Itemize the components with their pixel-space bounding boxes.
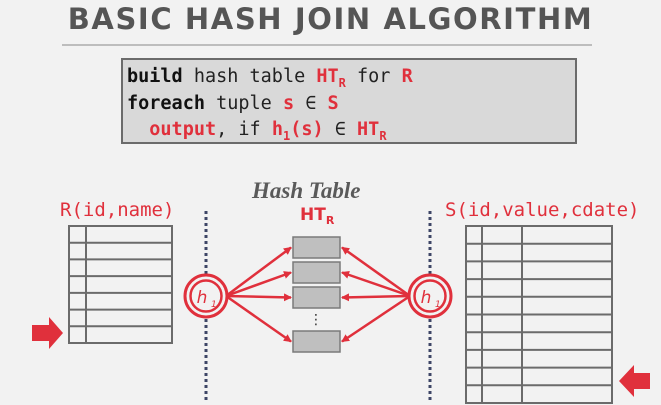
hash-table-label: HTR xyxy=(300,205,335,227)
slide-title: BASIC HASH JOIN ALGORITHM xyxy=(67,2,594,36)
code-line-build: build hash table HTR for R xyxy=(127,64,575,91)
hash-arrow-left xyxy=(225,271,292,298)
relation-s-label: S(id,value,cdate) xyxy=(445,199,640,221)
hash-bucket xyxy=(292,286,341,309)
scan-arrow-r-icon xyxy=(32,317,63,349)
hash-arrow-right xyxy=(341,293,411,302)
h1-subscript: 1 xyxy=(435,300,441,310)
fn-text: h xyxy=(271,119,283,140)
code-text: hash table xyxy=(182,66,317,87)
var-s: s xyxy=(282,93,295,114)
hash-bucket xyxy=(292,236,341,259)
hash-table-buckets xyxy=(292,236,341,353)
pseudocode-box: build hash table HTR for R foreach tuple… xyxy=(121,58,577,144)
bucket-ellipsis: ⋮ xyxy=(309,312,323,328)
code-line-foreach: foreach tuple s ∈ S xyxy=(127,91,575,117)
h1-subscript: 1 xyxy=(211,300,217,310)
h1-symbol: h xyxy=(421,288,432,308)
hash-function-right: h 1 xyxy=(407,273,453,319)
fn-subscript: 1 xyxy=(282,129,291,143)
hash-table-title: Hash Table xyxy=(252,178,361,203)
ht-label-subscript: R xyxy=(325,214,335,227)
relation-r-table xyxy=(68,225,173,344)
h1-symbol: h xyxy=(197,288,208,308)
table-border xyxy=(68,225,173,344)
keyword-foreach: foreach xyxy=(127,93,205,114)
hash-function-left: h 1 xyxy=(183,273,229,319)
keyword-output: output xyxy=(149,119,217,140)
scan-arrow-s-icon xyxy=(619,365,650,397)
hash-arrow-left xyxy=(225,294,292,343)
relation-ref-s: S xyxy=(327,93,339,114)
hash-arrow-left xyxy=(225,293,292,302)
code-text: for xyxy=(345,66,402,87)
hash-arrow-right xyxy=(341,246,411,298)
relation-ref-r: R xyxy=(401,66,413,87)
ht-label-text: HT xyxy=(300,205,326,225)
hash-fn-ref: h1(s) xyxy=(271,119,324,143)
fn-arg: (s) xyxy=(290,119,324,140)
code-line-output: output, if h1(s) ∈ HTR xyxy=(127,117,575,144)
title-underline xyxy=(62,44,592,46)
hash-arrow-right xyxy=(341,271,411,298)
ht-subscript: R xyxy=(379,129,387,143)
code-text: , if xyxy=(216,119,272,140)
hash-arrow-right xyxy=(341,294,411,343)
relation-s-table xyxy=(465,225,613,404)
code-text: tuple xyxy=(204,93,283,114)
ht-text: HT xyxy=(316,66,339,87)
ht-ref: HTR xyxy=(357,119,387,143)
relation-r-label: R(id,name) xyxy=(60,199,175,221)
ht-text: HT xyxy=(357,119,380,140)
hash-arrow-left xyxy=(225,246,292,298)
ht-subscript: R xyxy=(338,76,346,90)
keyword-build: build xyxy=(127,66,183,87)
hash-bucket xyxy=(292,261,341,284)
hash-bucket xyxy=(292,330,341,353)
element-of-op: ∈ xyxy=(294,93,328,114)
element-of-op: ∈ xyxy=(323,119,358,140)
ht-ref: HTR xyxy=(316,66,346,90)
hash-arrows xyxy=(225,246,411,343)
